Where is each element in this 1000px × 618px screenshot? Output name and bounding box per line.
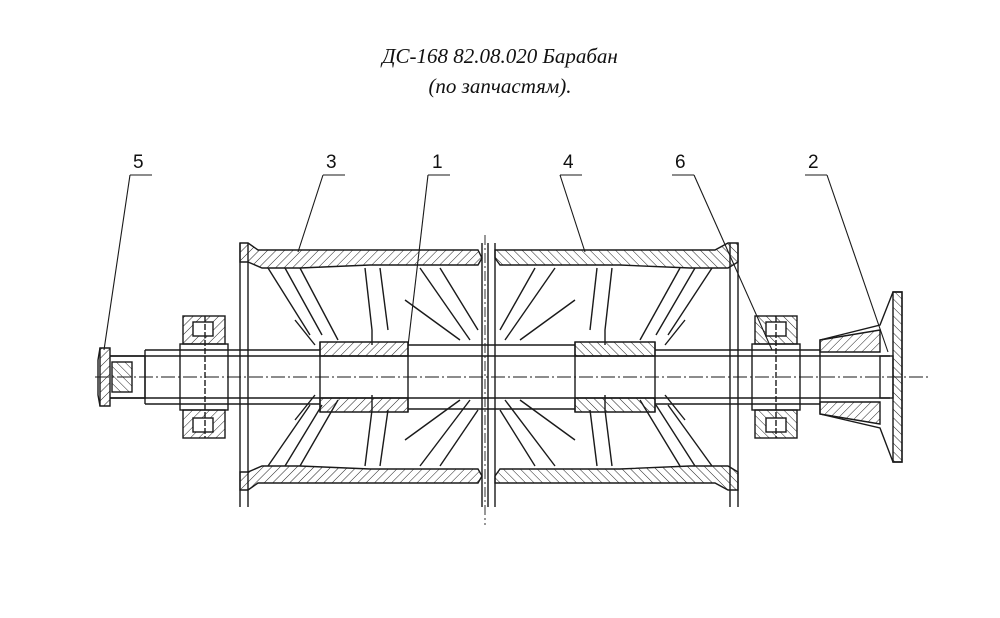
callout-6: 6 [675,152,686,173]
drum-shell-left [239,242,483,507]
hub-right [574,341,656,413]
drum-ribs-left [267,267,479,467]
flange-right [819,291,903,463]
drawing-title: ДС-168 82.08.020 Барабан [382,44,618,68]
shaft [95,344,930,410]
bearing-right [751,315,801,439]
callout-3: 3 [326,152,337,173]
callout-leaders [103,174,889,353]
callout-2: 2 [808,152,819,173]
callout-5: 5 [133,152,144,173]
center-joint [481,235,496,525]
drum-shell-right [494,242,739,507]
callout-4: 4 [563,152,574,173]
drawing-subtitle: (по запчастям). [428,74,572,98]
drum-ribs-right [499,267,713,467]
bearing-left [179,315,229,439]
end-cap-left [97,347,146,407]
callout-1: 1 [432,152,443,173]
